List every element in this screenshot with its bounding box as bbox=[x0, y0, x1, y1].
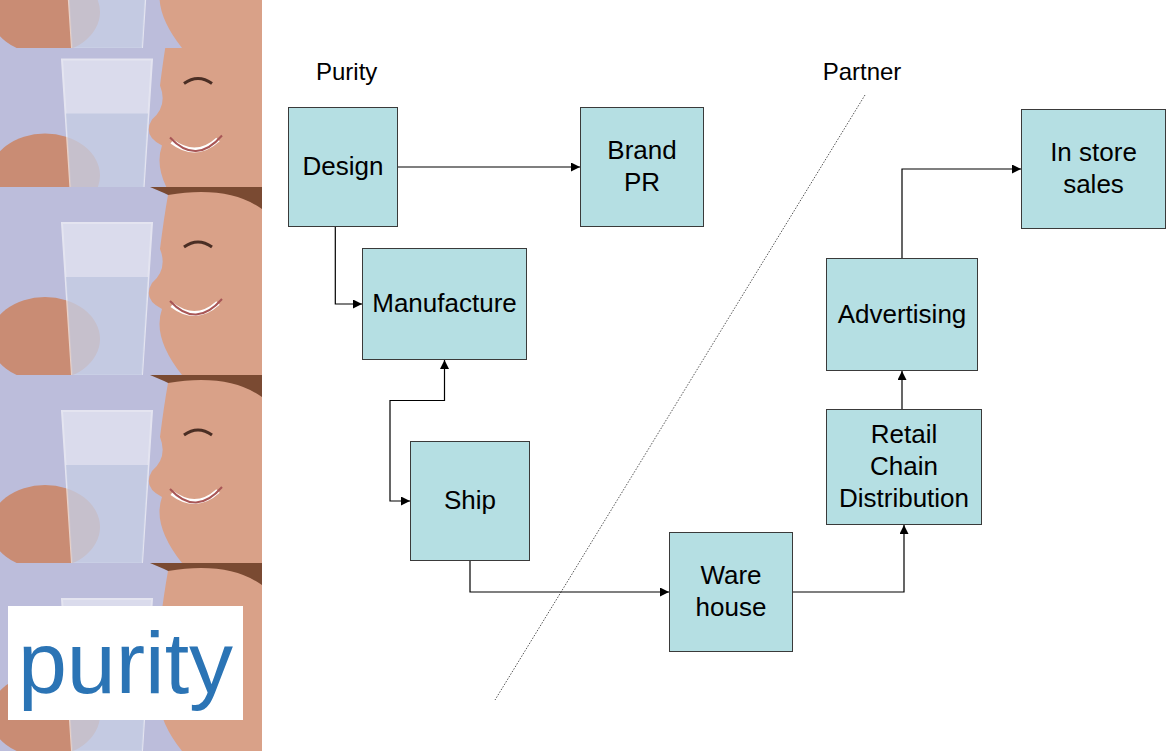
photo-frame bbox=[0, 187, 262, 381]
box-label: Ship bbox=[444, 485, 496, 517]
box-label: Advertising bbox=[838, 299, 967, 331]
box-label: Brand PR bbox=[590, 135, 694, 198]
region-heading: Partner bbox=[823, 58, 902, 86]
process-box: Ware house bbox=[669, 532, 793, 652]
process-box: In store sales bbox=[1021, 109, 1166, 229]
process-box: Retail Chain Distribution bbox=[826, 409, 982, 525]
region-heading: Purity bbox=[316, 58, 377, 86]
flow-arrow bbox=[335, 227, 362, 304]
flow-arrow bbox=[470, 561, 669, 592]
box-label: In store sales bbox=[1031, 137, 1156, 200]
flow-arrow bbox=[901, 371, 902, 409]
photo-frame bbox=[0, 0, 262, 54]
box-label: Retail Chain Distribution bbox=[836, 419, 972, 514]
divider-line bbox=[495, 95, 865, 700]
brand-logo: purity bbox=[8, 606, 243, 720]
process-box: Ship bbox=[410, 441, 530, 561]
photo-frame bbox=[0, 375, 262, 569]
box-label: Ware house bbox=[679, 560, 783, 623]
photo-frame bbox=[0, 563, 262, 751]
process-box: Advertising bbox=[826, 258, 978, 371]
flow-arrow bbox=[902, 169, 1021, 258]
process-box: Design bbox=[288, 107, 398, 227]
box-label: Manufacture bbox=[372, 288, 517, 320]
process-box: Manufacture bbox=[362, 248, 527, 360]
process-box: Brand PR bbox=[580, 107, 704, 227]
flow-arrow bbox=[398, 166, 580, 167]
flow-arrow bbox=[793, 525, 904, 592]
box-label: Design bbox=[303, 151, 384, 183]
